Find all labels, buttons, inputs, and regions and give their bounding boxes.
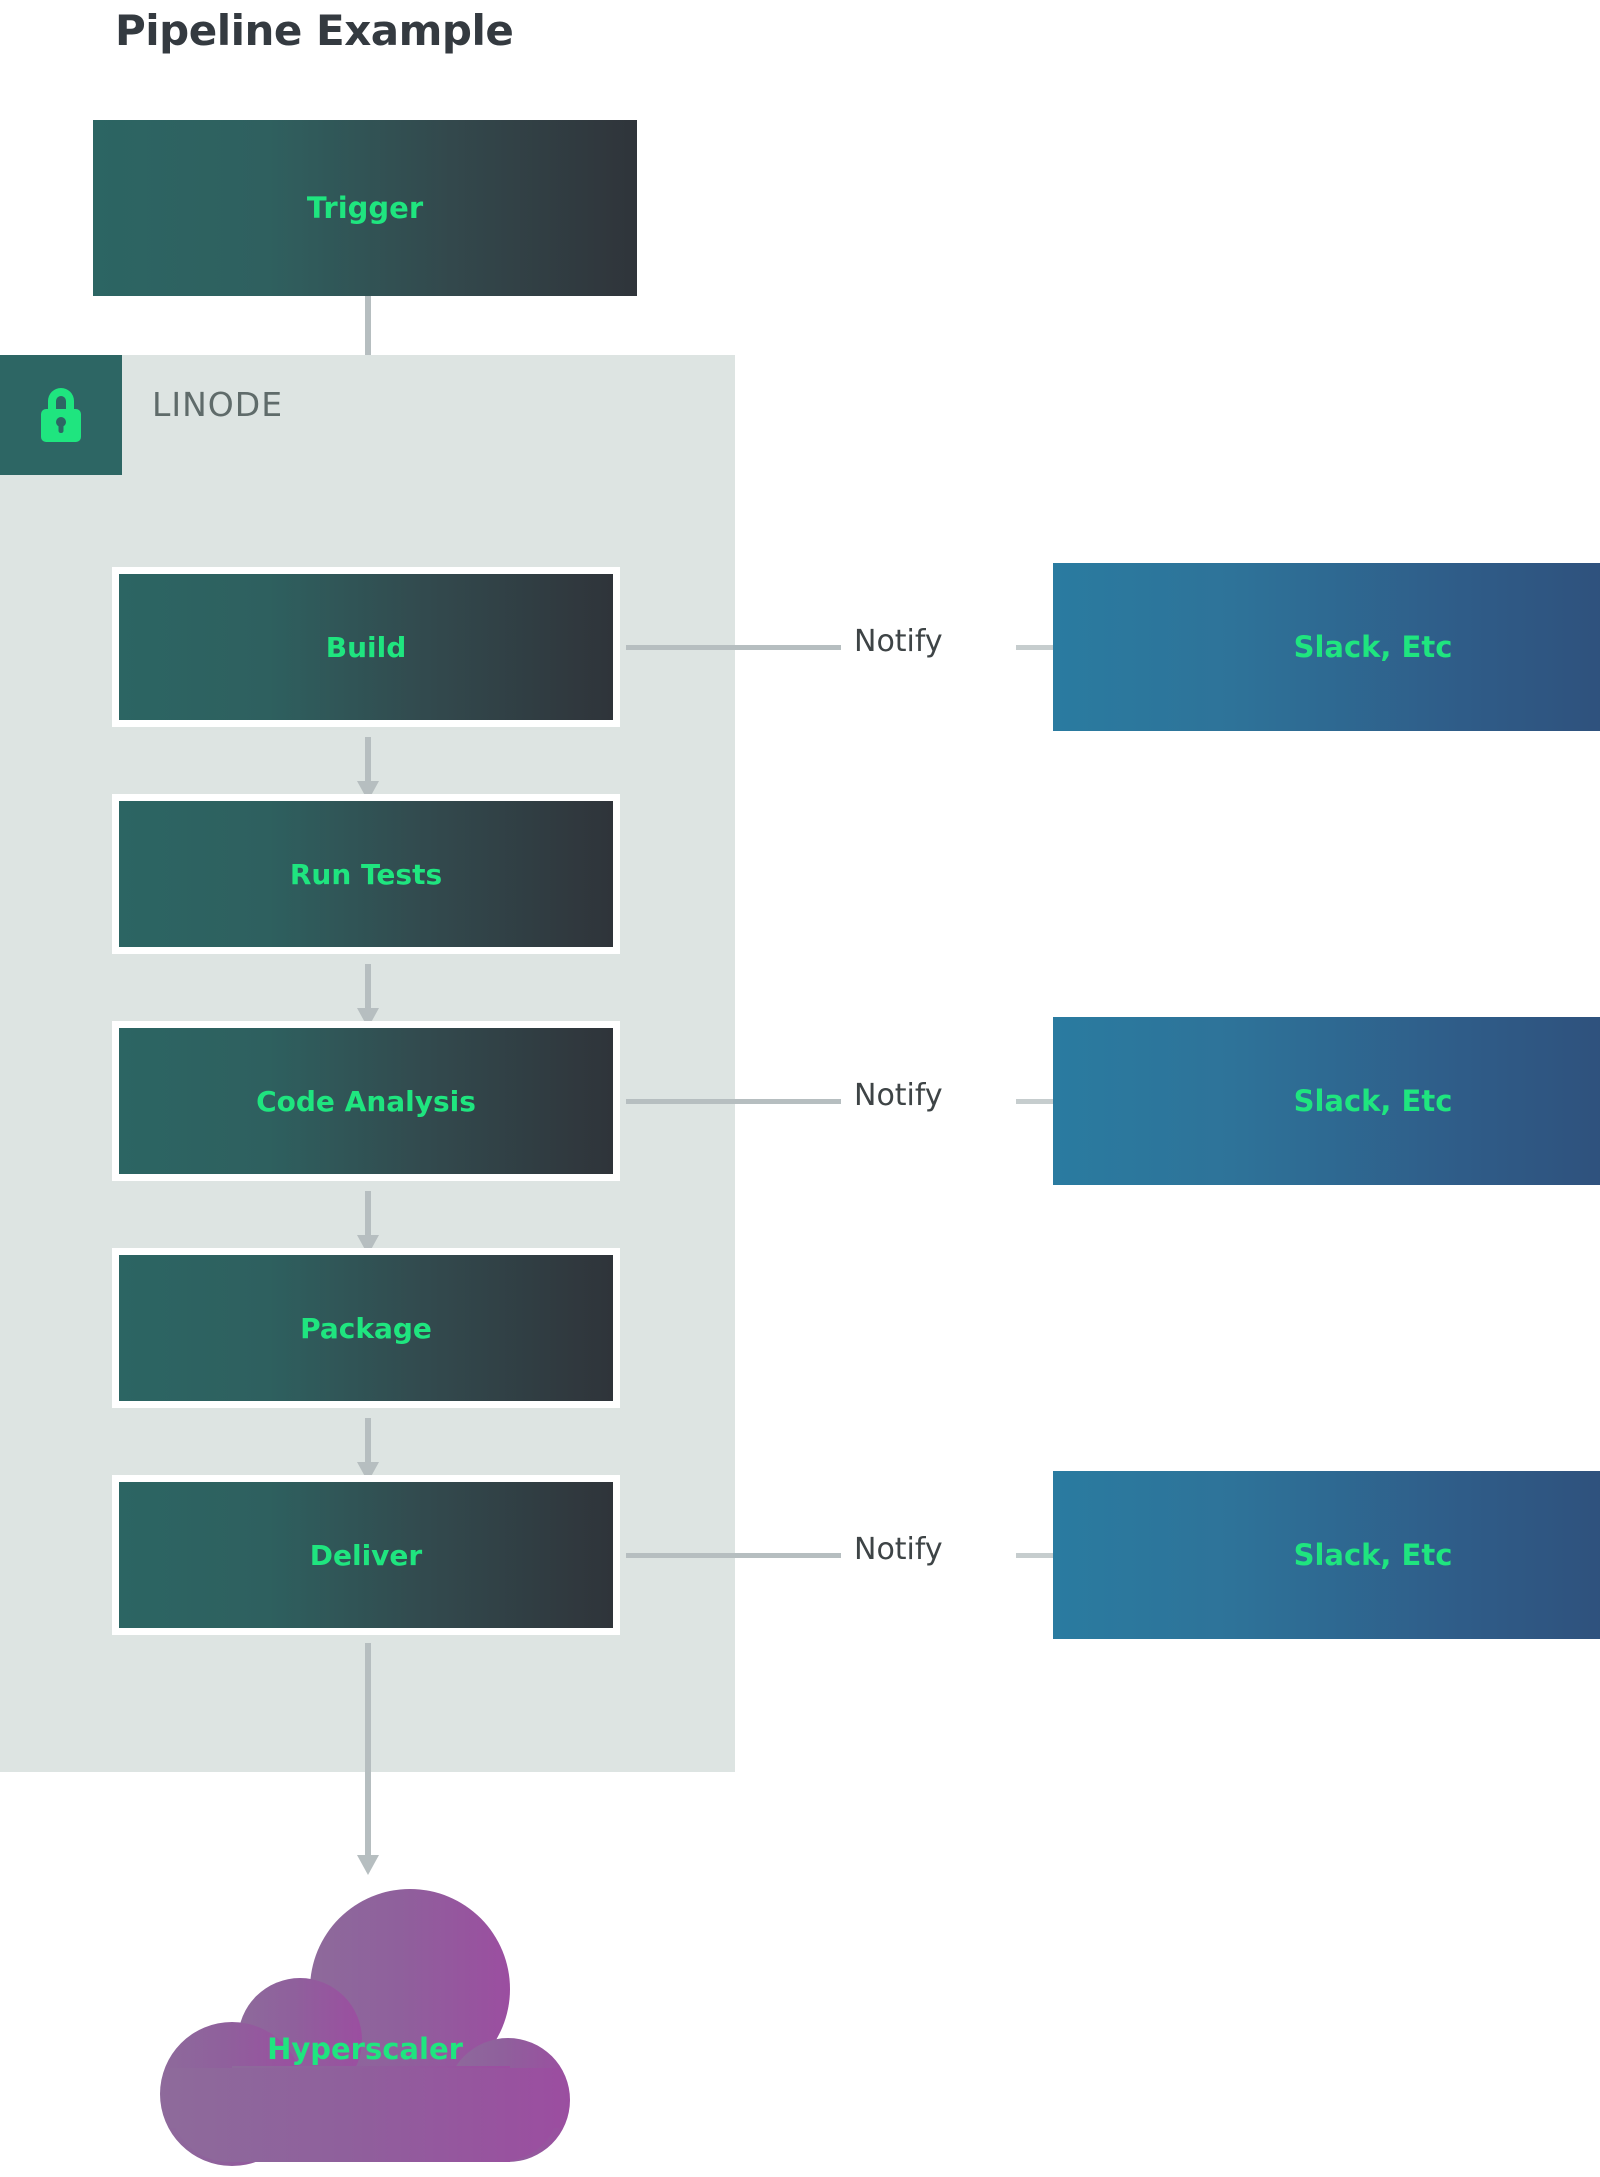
node-slack-3-label: Slack, Etc — [1293, 1538, 1453, 1572]
node-slack-1-label: Slack, Etc — [1293, 630, 1453, 664]
node-run-tests-label: Run Tests — [289, 857, 443, 891]
arrow-shaft — [365, 1191, 371, 1235]
arrow-package-to-deliver — [355, 1418, 381, 1482]
node-trigger-label: Trigger — [306, 191, 424, 225]
zone-linode-label: LINODE — [152, 385, 284, 424]
node-slack-3[interactable]: Slack, Etc — [1053, 1471, 1600, 1639]
node-deliver[interactable]: Deliver — [112, 1475, 620, 1635]
node-package-label: Package — [300, 1311, 432, 1345]
connector-line-left — [626, 645, 841, 650]
node-hyperscaler[interactable]: Hyperscaler — [140, 1872, 590, 2167]
arrow-tests-to-analysis — [355, 964, 381, 1028]
node-slack-2-label: Slack, Etc — [1293, 1084, 1453, 1118]
node-build-label: Build — [325, 630, 407, 664]
node-code-analysis[interactable]: Code Analysis — [112, 1021, 620, 1181]
node-package[interactable]: Package — [112, 1248, 620, 1408]
node-deliver-label: Deliver — [309, 1538, 423, 1572]
lock-icon — [41, 388, 81, 442]
node-code-analysis-label: Code Analysis — [256, 1084, 476, 1118]
connector-notify-label: Notify — [854, 1532, 943, 1567]
node-slack-2[interactable]: Slack, Etc — [1053, 1017, 1600, 1185]
node-trigger[interactable]: Trigger — [93, 120, 637, 296]
arrow-deliver-to-cloud — [355, 1643, 381, 1875]
arrow-shaft — [365, 964, 371, 1008]
connector-notify-label: Notify — [854, 624, 943, 659]
arrow-shaft — [365, 1418, 371, 1462]
arrow-analysis-to-package — [355, 1191, 381, 1255]
node-slack-1[interactable]: Slack, Etc — [1053, 563, 1600, 731]
arrow-shaft — [365, 737, 371, 781]
connector-line-left — [626, 1099, 841, 1104]
arrow-head-icon — [357, 1855, 379, 1875]
zone-linode-badge — [0, 355, 122, 475]
arrow-shaft — [365, 1643, 371, 1855]
connector-notify-label: Notify — [854, 1078, 943, 1113]
cloud-shape-icon — [160, 1889, 570, 2166]
page-title: Pipeline Example — [115, 6, 514, 55]
node-run-tests[interactable]: Run Tests — [112, 794, 620, 954]
arrow-build-to-tests — [355, 737, 381, 801]
node-build[interactable]: Build — [112, 567, 620, 727]
connector-line-left — [626, 1553, 841, 1558]
